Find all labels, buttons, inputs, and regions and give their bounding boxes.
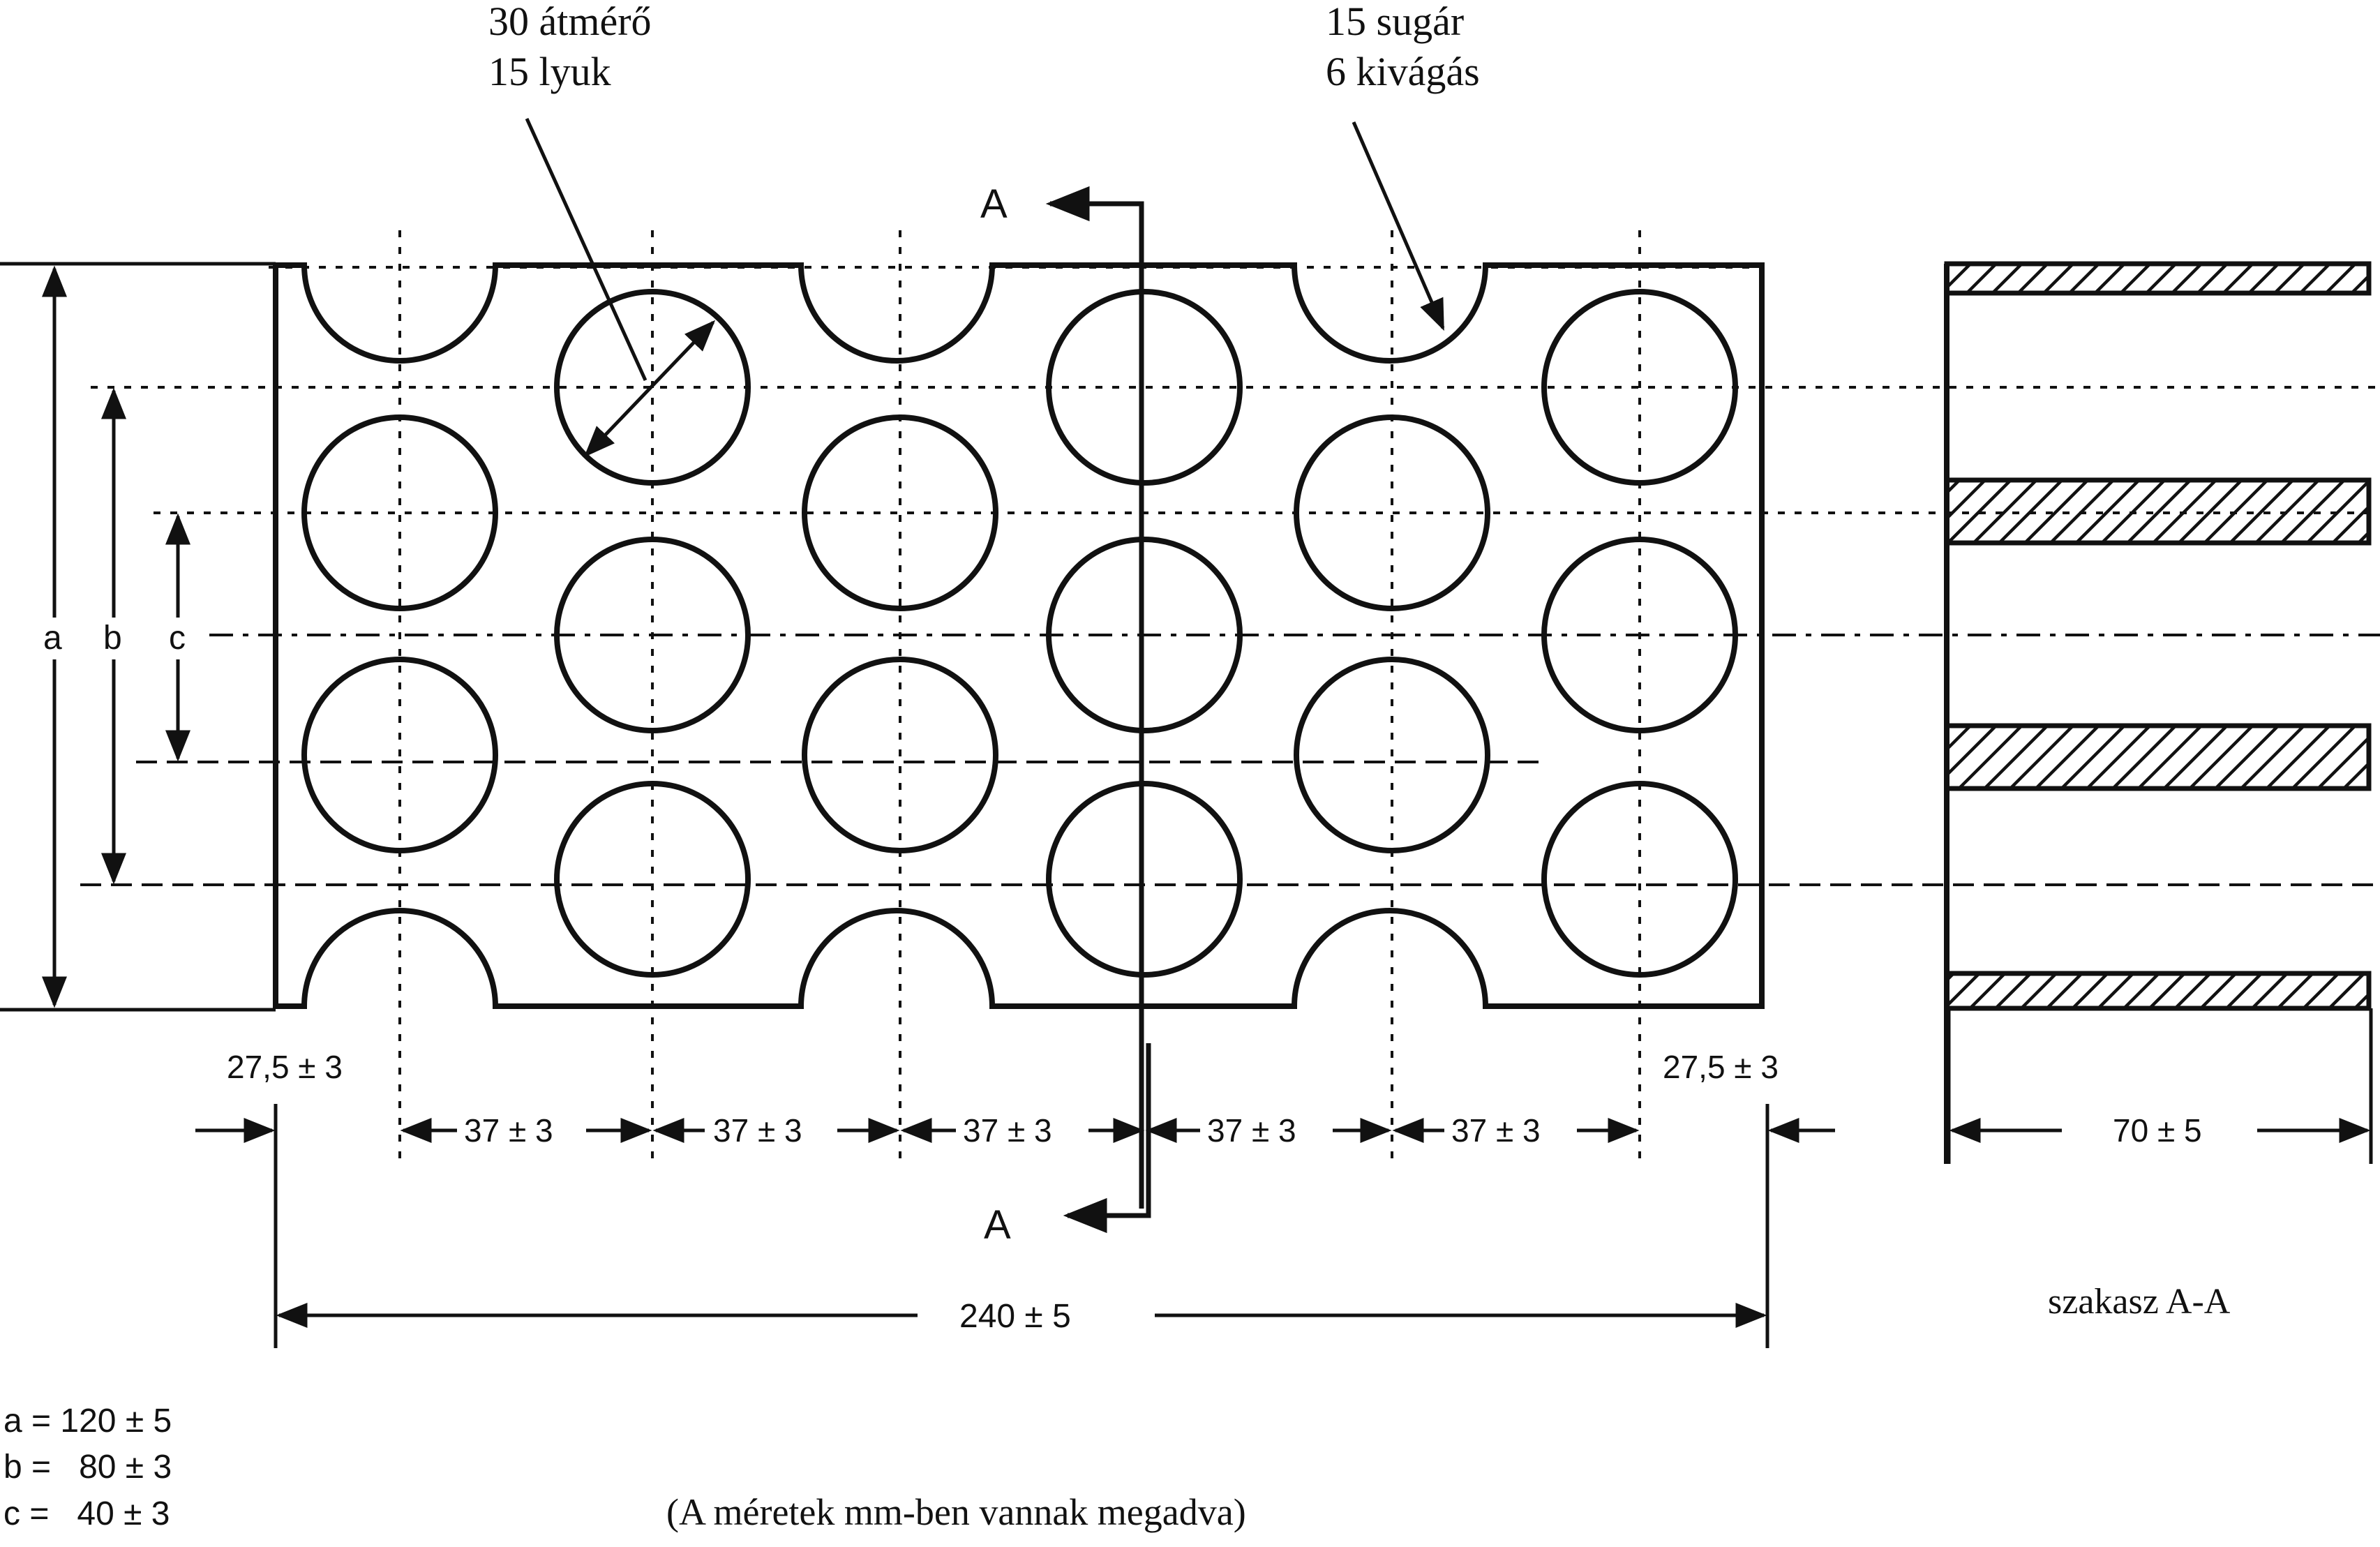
plate-outline <box>273 262 1765 1009</box>
section-hatched-band <box>1944 723 2372 791</box>
centerlines <box>80 230 2380 1165</box>
units-note: (A méretek mm-ben vannak megadva) <box>666 1491 1246 1533</box>
dim-label-a: a <box>43 620 62 657</box>
hole <box>301 414 498 611</box>
legend-c: c = 40 ± 3 <box>3 1495 170 1532</box>
notch-radius-leader <box>1352 121 1445 331</box>
holes-callout-line-1: 30 átmérő <box>488 0 652 44</box>
section-mark-bottom: A <box>984 1202 1011 1248</box>
hole <box>802 414 998 611</box>
dim-section-width: 70 ± 5 <box>2113 1112 2202 1149</box>
hole <box>1046 781 1243 978</box>
dim-edge-left: 27,5 ± 3 <box>227 1049 343 1085</box>
legend-a: a = 120 ± 5 <box>3 1403 172 1440</box>
dim-total-length: 240 ± 5 <box>959 1298 1071 1335</box>
notches-callout-line-1: 15 sugár <box>1326 0 1464 44</box>
hole <box>1294 657 1490 853</box>
hole <box>554 781 751 978</box>
dim-label-c: c <box>169 620 186 657</box>
hole <box>1046 289 1243 486</box>
dim-pitch-5: 37 ± 3 <box>1451 1112 1541 1149</box>
dim-pitch-1: 37 ± 3 <box>464 1112 553 1149</box>
section-cut-line <box>1045 186 1151 1234</box>
section-hatched-band <box>1944 477 2372 546</box>
section-view <box>1944 261 2373 1164</box>
hole <box>1541 289 1738 486</box>
hole <box>1541 781 1738 978</box>
hole-diameter-callout <box>525 117 716 458</box>
section-hatched-band <box>1944 261 2372 296</box>
hole <box>554 537 751 733</box>
section-label: szakasz A-A <box>2048 1282 2231 1322</box>
section-mark-top: A <box>980 181 1008 227</box>
hole <box>1046 537 1243 733</box>
hole <box>554 289 751 486</box>
dim-edge-right: 27,5 ± 3 <box>1663 1049 1779 1085</box>
holes-callout-line-2: 15 lyuk <box>488 49 611 94</box>
dim-label-b: b <box>103 620 122 657</box>
hole <box>301 657 498 853</box>
hole <box>802 657 998 853</box>
legend-b: b = 80 ± 3 <box>3 1449 172 1486</box>
hole <box>1294 414 1490 611</box>
vertical-dimensions <box>0 262 276 1012</box>
dim-pitch-4: 37 ± 3 <box>1207 1112 1296 1149</box>
horizontal-dimensions <box>195 1104 1835 1348</box>
dim-pitch-3: 37 ± 3 <box>963 1112 1052 1149</box>
section-hatched-band <box>1944 971 2372 1011</box>
dim-pitch-2: 37 ± 3 <box>713 1112 802 1149</box>
notches-callout-line-2: 6 kivágás <box>1326 49 1480 94</box>
holes <box>301 289 1738 978</box>
hole <box>1541 537 1738 733</box>
